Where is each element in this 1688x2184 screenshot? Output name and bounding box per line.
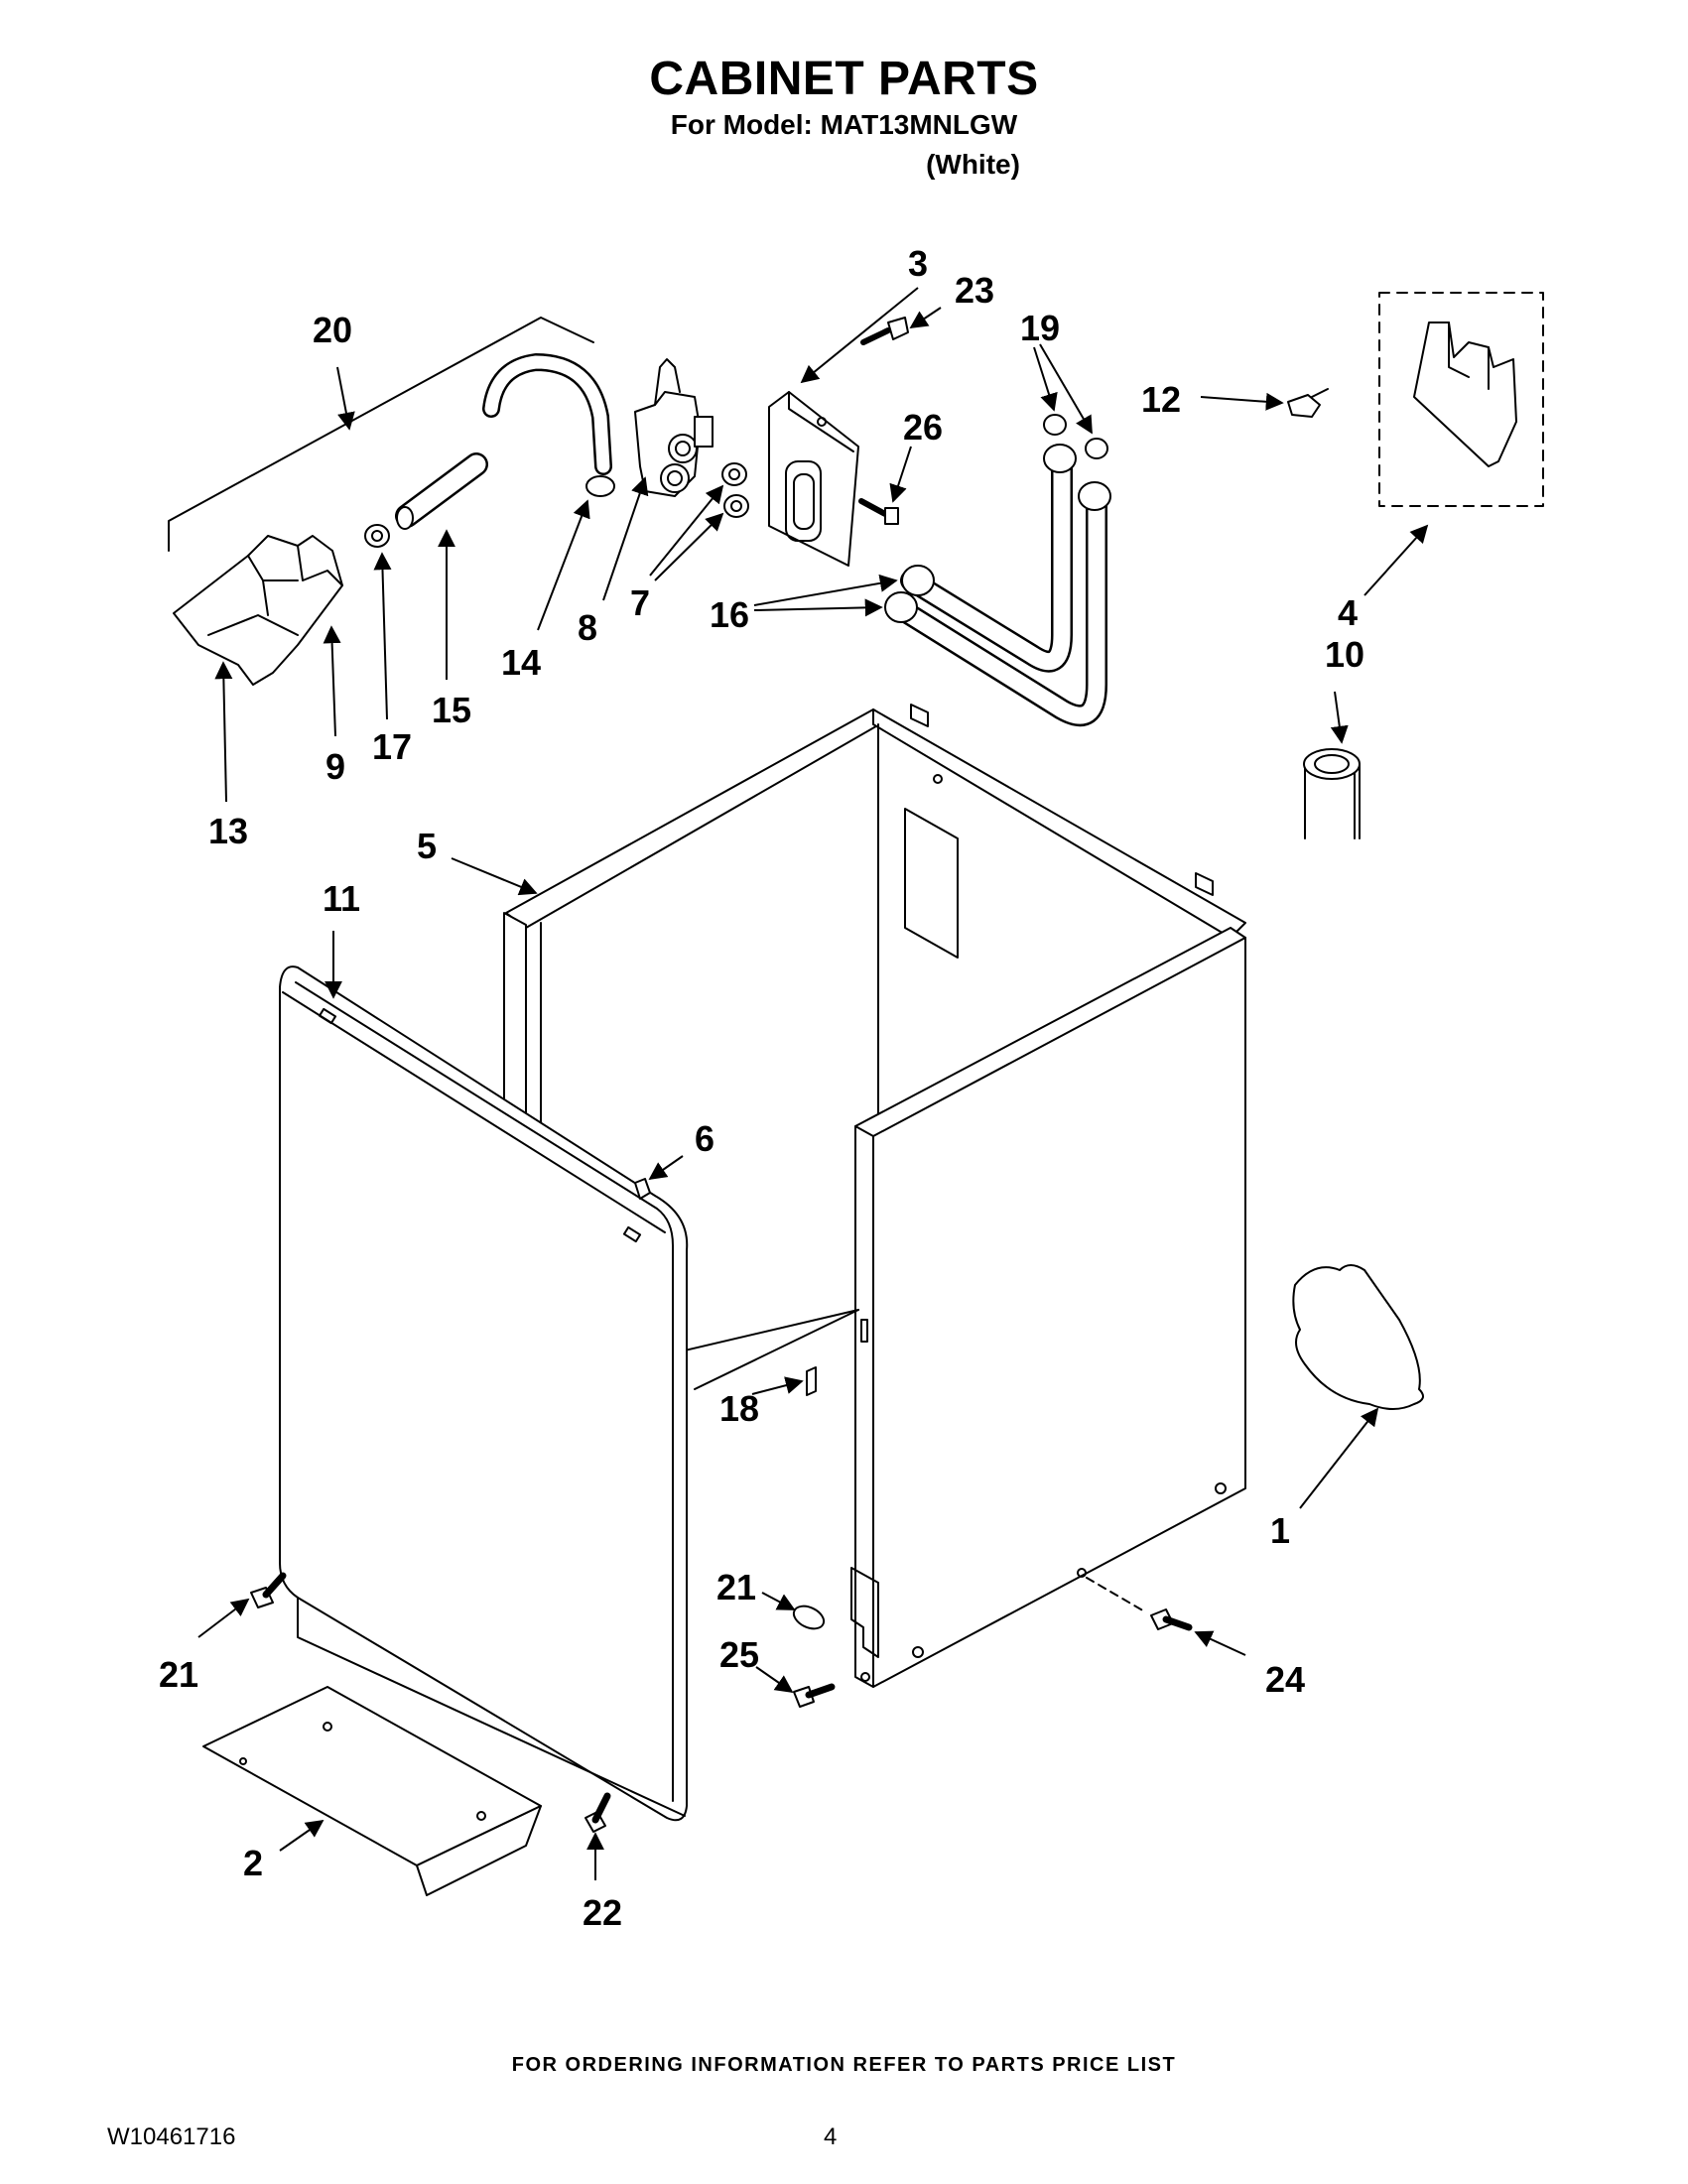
leader-arrow-2 <box>279 1819 325 1852</box>
leader-arrow-7b <box>654 512 724 581</box>
page-number: 4 <box>824 2123 838 2150</box>
inlet-hose-part <box>482 353 615 497</box>
screw-22-part <box>584 1792 611 1833</box>
cabinet-part <box>503 704 1246 1688</box>
leader-arrow-1 <box>1299 1407 1379 1509</box>
leader-arrow-26 <box>889 446 912 503</box>
leader-arrow-7a <box>649 484 724 577</box>
front-panel-part <box>279 965 689 1822</box>
part-18-clip <box>806 1366 817 1396</box>
water-valve-part <box>634 358 714 497</box>
callout-10: 10 <box>1325 634 1364 675</box>
callout-17: 17 <box>372 726 412 767</box>
part-6-clip <box>634 1178 651 1200</box>
callout-5: 5 <box>417 826 437 866</box>
document-number: W10461716 <box>107 2123 236 2150</box>
callout-11: 11 <box>323 878 360 919</box>
callout-25: 25 <box>719 1634 759 1675</box>
leader-arrow-6 <box>648 1155 684 1181</box>
washers-7-part <box>721 462 749 518</box>
leader-arrow-23 <box>909 307 942 328</box>
leader-arrow-9 <box>323 625 341 737</box>
callout-13: 13 <box>208 811 248 851</box>
screw-26-part <box>858 498 899 525</box>
callout-18: 18 <box>719 1388 759 1429</box>
group-20-bracket-line <box>168 317 594 552</box>
color-line: (White) <box>926 149 1020 180</box>
valve-bracket-part <box>768 391 859 567</box>
bracket-9-13-part <box>173 535 343 686</box>
callout-21-left: 21 <box>159 1654 198 1695</box>
leader-arrow-4 <box>1363 524 1429 596</box>
callout-2: 2 <box>243 1843 263 1883</box>
leader-arrow-20 <box>336 366 355 431</box>
leader-arrow-14 <box>537 499 590 631</box>
callout-19: 19 <box>1020 308 1060 348</box>
callout-15: 15 <box>432 690 471 730</box>
leader-arrow-8 <box>602 476 649 601</box>
leader-arrow-5 <box>451 857 538 896</box>
leader-arrow-19a <box>1033 346 1058 412</box>
callout-21-right: 21 <box>716 1567 756 1607</box>
callout-8: 8 <box>578 607 597 648</box>
leader-arrow-21-right <box>761 1592 796 1610</box>
callout-1: 1 <box>1270 1510 1290 1551</box>
callout-9: 9 <box>325 746 345 787</box>
leader-arrow-21-left <box>197 1598 250 1638</box>
washer-17-part <box>364 524 390 548</box>
clip-12-part <box>1287 388 1329 418</box>
leader-arrow-18 <box>751 1376 804 1395</box>
leader-arrow-24 <box>1194 1630 1246 1656</box>
callout-24: 24 <box>1265 1659 1305 1700</box>
callout-14: 14 <box>501 642 541 683</box>
ordering-note: FOR ORDERING INFORMATION REFER TO PARTS … <box>511 2054 1177 2076</box>
leader-arrow-16a <box>753 574 898 606</box>
leader-arrow-10 <box>1330 691 1349 744</box>
callout-12: 12 <box>1141 379 1181 420</box>
page-title: CABINET PARTS <box>649 53 1039 105</box>
hose-15-part <box>395 452 488 530</box>
plug-21-part <box>792 1605 826 1630</box>
inlet-hoses-part <box>884 414 1111 727</box>
leader-arrow-16b <box>753 598 883 617</box>
model-line: For Model: MAT13MNLGW <box>670 109 1018 140</box>
part-4-bracket <box>1378 292 1544 507</box>
leader-arrow-17 <box>373 552 392 720</box>
screw-23-part <box>860 317 909 345</box>
callout-4: 4 <box>1338 592 1358 633</box>
leader-arrow-12 <box>1200 392 1284 411</box>
callout-7: 7 <box>630 582 650 623</box>
tube-10-part <box>1303 748 1361 839</box>
leader-arrow-25 <box>755 1666 794 1694</box>
callout-3: 3 <box>908 243 928 284</box>
leader-arrow-13 <box>214 661 233 803</box>
toe-panel-part <box>202 1686 542 1896</box>
screw-25-part <box>793 1683 836 1708</box>
callout-26: 26 <box>903 407 943 448</box>
callout-16: 16 <box>710 594 749 635</box>
screw-21-left-part <box>250 1572 287 1608</box>
part-1-cover <box>1292 1264 1424 1410</box>
screw-24-part <box>1086 1577 1193 1631</box>
callout-22: 22 <box>583 1892 622 1933</box>
callout-6: 6 <box>695 1118 714 1159</box>
leader-arrow-19b <box>1039 343 1093 435</box>
callout-20: 20 <box>313 310 352 350</box>
leader-arrow-3 <box>800 287 919 384</box>
callout-23: 23 <box>955 270 994 311</box>
